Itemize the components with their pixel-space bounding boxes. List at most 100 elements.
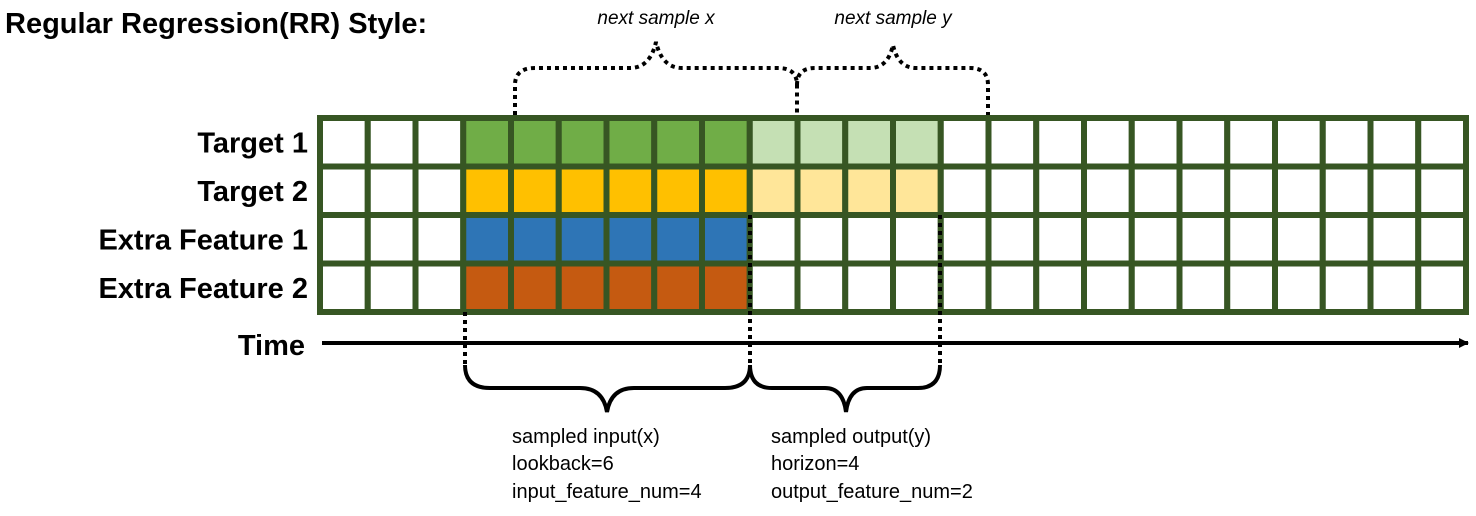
grid-cell (842, 163, 896, 218)
grid-cell (699, 260, 753, 315)
next-sample-y-brace (795, 44, 990, 115)
grid-cell (317, 163, 371, 218)
next-sample-x-label: next sample x (597, 8, 716, 29)
grid-cell (890, 163, 944, 218)
grid-cell (412, 163, 467, 218)
grid-cell (937, 260, 992, 315)
grid-cell (1415, 260, 1469, 315)
grid-cell (1367, 212, 1422, 267)
grid-cell (603, 260, 658, 315)
grid-cell (460, 163, 514, 218)
grid-cell (1319, 260, 1374, 315)
grid-cell (1176, 163, 1231, 218)
input-note-line: input_feature_num=4 (512, 481, 702, 503)
grid-cell (508, 115, 562, 170)
grid-cell (1033, 260, 1087, 315)
grid-cell (890, 260, 944, 315)
row-label: Target 2 (197, 176, 308, 208)
grid-cell (1367, 260, 1422, 315)
row-label: Target 1 (197, 127, 308, 159)
grid-cell (651, 163, 705, 218)
grid-cell (1415, 212, 1469, 267)
grid-cell (412, 260, 467, 315)
grid-cell (1128, 260, 1183, 315)
grid-cell (699, 163, 753, 218)
grid-cell (937, 163, 992, 218)
grid-cell (1272, 212, 1326, 267)
grid-cell (1272, 260, 1326, 315)
grid-cell (651, 260, 705, 315)
grid-cell (1081, 212, 1135, 267)
output-note-line: horizon=4 (771, 453, 859, 475)
output-note-line: sampled output(y) (771, 426, 931, 448)
grid-cell (1415, 115, 1469, 170)
grid-cell (603, 115, 658, 170)
grid-cell (842, 260, 896, 315)
grid-cell (1176, 212, 1231, 267)
grid-cell (1081, 163, 1135, 218)
next-sample-y-label: next sample y (834, 8, 953, 29)
output-note-line: output_feature_num=2 (771, 481, 973, 503)
grid-cell (1033, 212, 1087, 267)
grid-cell (937, 115, 992, 170)
grid-cell (1319, 212, 1374, 267)
grid-cell (460, 115, 514, 170)
grid-cell (412, 212, 467, 267)
grid-cell (508, 163, 562, 218)
grid-cell (1128, 115, 1183, 170)
grid-cell (890, 212, 944, 267)
grid-cell (1033, 163, 1087, 218)
input-note-line: lookback=6 (512, 453, 614, 475)
grid-cell (555, 212, 610, 267)
grid-cell (1128, 163, 1183, 218)
grid-cell (460, 212, 514, 267)
grid-cell (460, 260, 514, 315)
output-brace (748, 364, 942, 413)
grid-cell (1033, 115, 1087, 170)
grid-cell (746, 212, 801, 267)
grid-cell (985, 163, 1040, 218)
grid-cell (364, 163, 419, 218)
grid-cell (1415, 163, 1469, 218)
grid-cell (746, 115, 801, 170)
grid-cell (842, 212, 896, 267)
grid-cell (794, 212, 849, 267)
grid-cell (794, 260, 849, 315)
time-label: Time (238, 330, 305, 362)
grid-cell (555, 115, 610, 170)
grid-cell (1224, 163, 1278, 218)
grid-cell (746, 260, 801, 315)
grid-cell (1176, 115, 1231, 170)
grid-cell (412, 115, 467, 170)
grid-cell (1319, 115, 1374, 170)
grid-cell (985, 115, 1040, 170)
output-notes: sampled output(y) horizon=4 output_featu… (771, 426, 973, 503)
grid-cell (699, 115, 753, 170)
grid-cell (603, 212, 658, 267)
grid-cell (890, 115, 944, 170)
grid-cell (1224, 260, 1278, 315)
grid-cell (985, 260, 1040, 315)
grid-cell (842, 115, 896, 170)
row-label: Extra Feature 2 (98, 273, 308, 305)
input-notes: sampled input(x) lookback=6 input_featur… (512, 426, 702, 503)
grid-cell (1272, 163, 1326, 218)
grid-cell (555, 163, 610, 218)
grid-cell (651, 115, 705, 170)
row-label: Extra Feature 1 (98, 224, 308, 256)
grid-cell (555, 260, 610, 315)
grid-cell (1224, 212, 1278, 267)
input-brace (463, 364, 752, 413)
grid-cell (746, 163, 801, 218)
grid-cell (1081, 115, 1135, 170)
grid-cell (1272, 115, 1326, 170)
grid-cell (364, 115, 419, 170)
grid-cell (508, 260, 562, 315)
grid-cell (1319, 163, 1374, 218)
grid-cell (317, 115, 371, 170)
grid-cell (364, 260, 419, 315)
grid-cell (1367, 115, 1422, 170)
input-note-line: sampled input(x) (512, 426, 660, 448)
grid-cell (508, 212, 562, 267)
grid-cell (794, 163, 849, 218)
